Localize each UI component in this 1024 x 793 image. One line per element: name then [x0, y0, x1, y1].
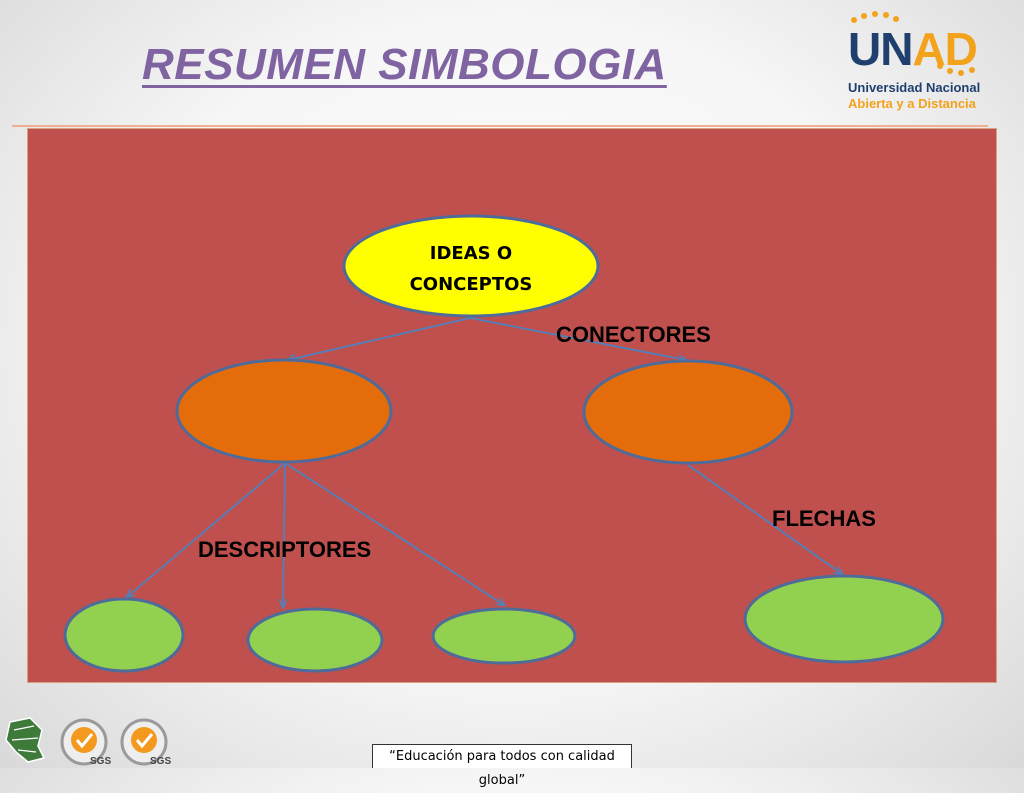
unad-logo: UNAD Universidad Nacional Abierta y a Di…: [840, 6, 1000, 114]
leaf-node-1: [63, 597, 185, 673]
sgs-badge-label-1: SGS: [90, 756, 111, 767]
logo-word-b: AD: [912, 23, 977, 75]
root-node-line1: IDEAS O: [430, 243, 512, 264]
arrow-left-to-leaf2: [283, 462, 285, 607]
sgs-badge-icon-2: SGS: [120, 718, 171, 767]
logo-dots-icon: [851, 11, 975, 76]
logo-line-1: Universidad Nacional: [848, 80, 981, 95]
root-node-line2: CONCEPTOS: [410, 274, 533, 295]
label-descriptors: DESCRIPTORES: [198, 537, 371, 562]
arrow-right-to-leaf4: [687, 464, 842, 574]
header-divider: [12, 125, 988, 127]
label-arrows: FLECHAS: [772, 506, 876, 531]
logo-line-2: Abierta y a Distancia: [848, 96, 976, 111]
leaf-node-3: [431, 607, 577, 665]
label-connectors: CONECTORES: [556, 322, 711, 347]
certification-badges: SGS SGS: [5, 717, 171, 767]
slide-title: RESUMEN SIMBOLOGIA: [142, 40, 667, 89]
footer-slogan: “Educación para todos con calidad global…: [372, 744, 632, 788]
arrow-root-to-right: [469, 317, 686, 360]
logo-wordmark: UNAD: [848, 22, 978, 76]
sgs-badge-label-2: SGS: [150, 756, 171, 767]
leaf-node-2: [246, 607, 384, 673]
arrow-left-to-leaf1: [127, 462, 286, 597]
logo-word-a: UN: [848, 23, 913, 75]
left-concept-node: [175, 358, 393, 464]
right-concept-node: [582, 359, 794, 465]
concept-map: IDEAS O CONCEPTOS CONECTORES FLECHAS DES…: [63, 214, 945, 673]
arrow-left-to-leaf3: [284, 462, 504, 605]
colombia-map-icon: [5, 717, 46, 763]
root-node: [342, 214, 600, 318]
sgs-badge-icon-1: SGS: [60, 718, 111, 767]
leaf-node-4: [743, 574, 945, 664]
arrow-root-to-left: [288, 317, 471, 360]
